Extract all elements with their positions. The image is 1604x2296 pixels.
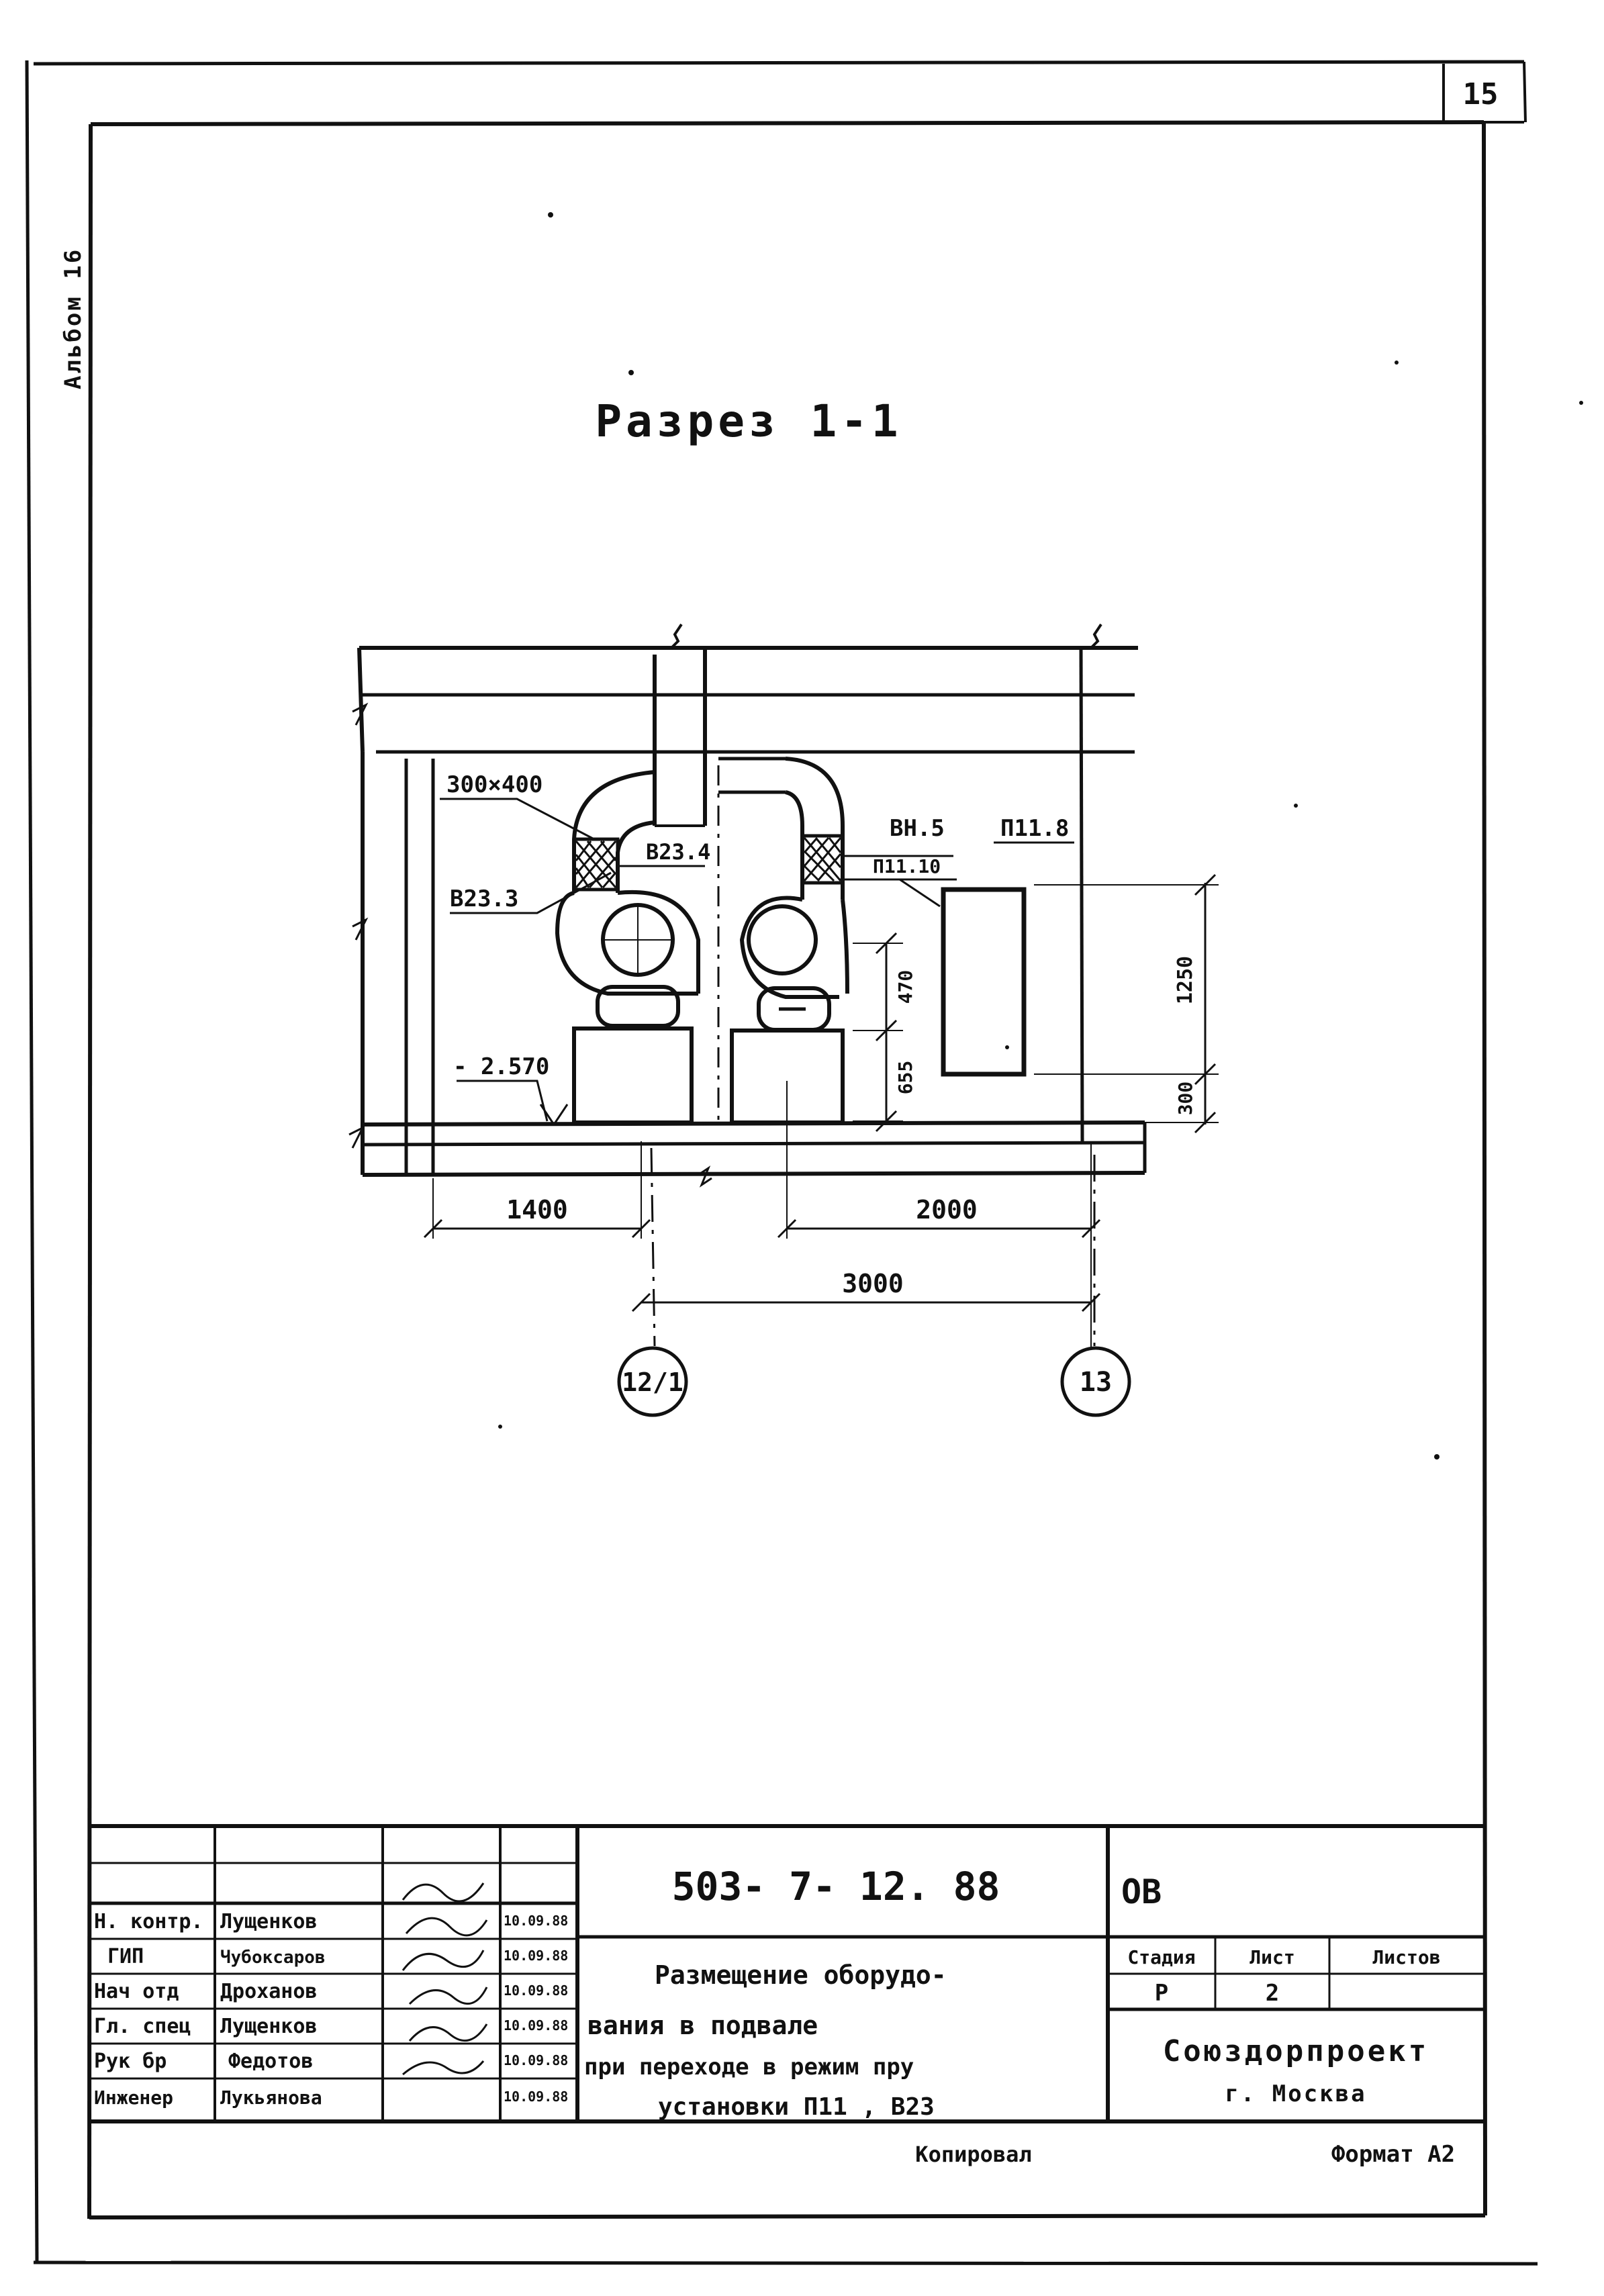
dim-1250: 1250 xyxy=(1174,956,1197,1004)
signature-row: Гл. спец Лущенков 10.09.88 xyxy=(94,2015,568,2038)
signature-name: Лукьянова xyxy=(220,2087,322,2109)
section-drawing xyxy=(348,623,1219,1417)
signature-date: 10.09.88 xyxy=(504,1913,568,1929)
signature-date: 10.09.88 xyxy=(504,2017,568,2034)
signature-role: Рук бр xyxy=(94,2050,167,2073)
equipment-label-p11-10: П11.10 xyxy=(873,855,941,877)
signature-date: 10.09.88 xyxy=(504,1982,568,1999)
drawing-title-line-1: Размещение оборудо- xyxy=(655,1960,947,1990)
equipment-label-b23-3: В23.3 xyxy=(450,886,518,912)
stage-header: Стадия xyxy=(1127,1946,1195,1968)
signature-row: Нач отд Дроханов 10.09.88 xyxy=(94,1980,568,2003)
equipment-label-vn5: ВН.5 xyxy=(890,815,945,842)
signature-row: Рук бр Федотов 10.09.88 xyxy=(94,2050,568,2073)
signature-role: Нач отд xyxy=(94,1980,179,2003)
axis-bubble-13: 13 xyxy=(1080,1367,1112,1398)
signature-row: Н. контр. Лущенков 10.09.88 xyxy=(94,1910,568,1933)
sheet-value: 2 xyxy=(1266,1980,1279,2007)
dim-1400: 1400 xyxy=(506,1195,568,1225)
signature-role: Гл. спец xyxy=(94,2015,191,2038)
signature-date: 10.09.88 xyxy=(504,2052,568,2068)
signature-date: 10.09.88 xyxy=(504,1948,568,1964)
signature-name: Федотов xyxy=(228,2050,313,2073)
duct-size-label: 300×400 xyxy=(446,771,542,798)
elevation-label: - 2.570 xyxy=(453,1053,549,1080)
page-number: 15 xyxy=(1463,77,1499,111)
sheet-header: Лист xyxy=(1249,1946,1294,1968)
organization-city: г. Москва xyxy=(1225,2080,1366,2107)
dim-3000: 3000 xyxy=(842,1269,904,1298)
dim-470: 470 xyxy=(894,970,916,1004)
axis-bubble-12-1: 12/1 xyxy=(622,1368,683,1397)
signature-row: Инженер Лукьянова 10.09.88 xyxy=(94,2087,568,2109)
organization-name: Союздорпроект xyxy=(1163,2034,1429,2068)
album-label: Альбом 16 xyxy=(60,248,87,389)
signature-role: Н. контр. xyxy=(94,1910,203,1933)
signature-scribbles xyxy=(402,1882,488,2076)
signature-role: Инженер xyxy=(94,2087,173,2109)
signature-name: Лущенков xyxy=(220,1910,318,1933)
drawing-title-line-3: при переходе в режим пру xyxy=(584,2054,914,2080)
dim-2000: 2000 xyxy=(916,1195,978,1225)
signature-name: Чубоксаров xyxy=(220,1948,326,1968)
document-code: 503- 7- 12. 88 xyxy=(672,1864,1000,1909)
drawing-title-line-2: вания в подвале xyxy=(587,2011,818,2040)
section-title: Разрез 1-1 xyxy=(595,395,902,447)
sheets-header: Листов xyxy=(1372,1946,1440,1968)
section-code: ОВ xyxy=(1121,1872,1162,1911)
signature-role: ГИП xyxy=(107,1945,144,1968)
signature-name: Дроханов xyxy=(220,1980,318,2003)
format-label: Формат А2 xyxy=(1331,2141,1455,2168)
signature-row: ГИП Чубоксаров 10.09.88 xyxy=(107,1945,568,1968)
signature-name: Лущенков xyxy=(220,2015,318,2038)
sheet-frame xyxy=(25,60,1538,2266)
title-block-grid xyxy=(91,1824,1484,2123)
dim-655: 655 xyxy=(894,1061,916,1095)
equipment-label-p11-8: П11.8 xyxy=(1000,815,1069,842)
copied-by-label: Копировал xyxy=(915,2142,1031,2167)
dim-300: 300 xyxy=(1174,1082,1196,1116)
stage-value: Р xyxy=(1155,1980,1168,2007)
drawing-title-line-4: установки П11 , В23 xyxy=(658,2093,935,2121)
signature-date: 10.09.88 xyxy=(504,2089,568,2105)
scan-noise xyxy=(498,212,1583,1460)
equipment-label-b23-4: В23.4 xyxy=(646,839,710,865)
